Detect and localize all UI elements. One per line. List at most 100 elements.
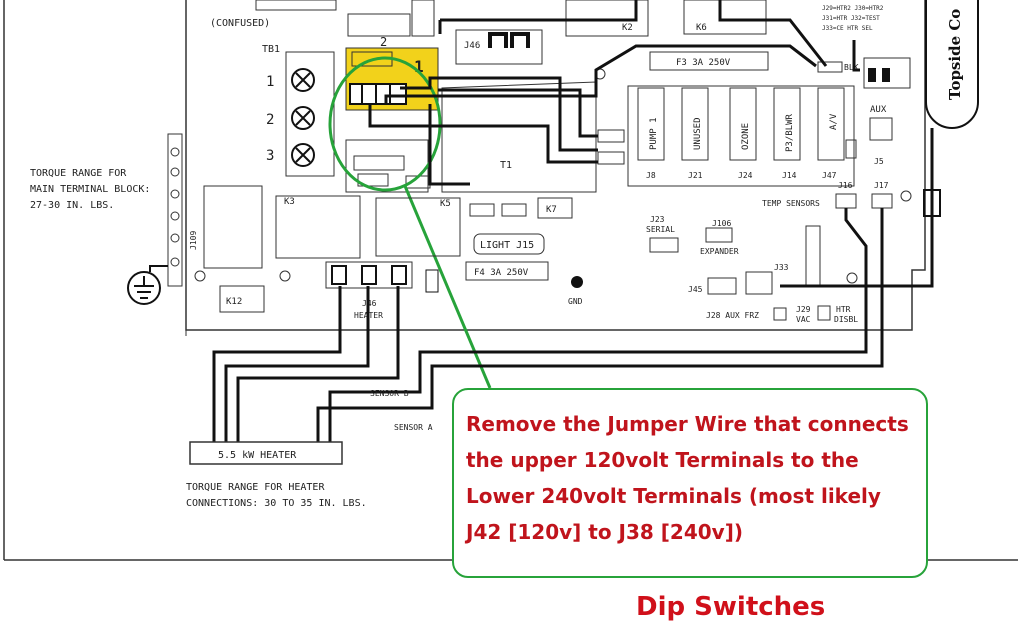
gnd-point (571, 276, 583, 288)
label-j17: J17 (874, 181, 889, 190)
section-title: Dip Switches (636, 592, 826, 622)
relay-k5 (375, 197, 461, 257)
instruction-line-4: J42 [120v] to J38 [240v]) (466, 520, 743, 544)
heater-pin-1 (331, 265, 347, 285)
connector-j29 (817, 305, 831, 321)
instruction-line-2: the upper 120volt Terminals to the (466, 448, 859, 472)
connector-top (347, 13, 411, 37)
label-k5: K5 (440, 199, 451, 209)
ground-wire (149, 265, 168, 272)
label-terminal-3: 3 (266, 148, 274, 164)
label-fuse-f3: F3 3A 250V (676, 58, 731, 68)
connector-p3-blwr (773, 87, 801, 161)
label-j21: J21 (688, 171, 703, 180)
pump-connector-group (627, 85, 855, 187)
instruction-line-1: Remove the Jumper Wire that connects (466, 412, 909, 436)
terminal-dividers (361, 84, 391, 104)
connector-expander (705, 227, 733, 243)
topside-plug (923, 189, 941, 217)
diagram-canvas: (CONFUSED) 2 K2 K6 F3 3A 250V J46 TB1 1 … (3, 0, 1018, 561)
label-tiny-3: J33=CE HTR SEL (822, 25, 873, 32)
label-j33: J33 (774, 263, 789, 272)
label-av: A/V (829, 113, 839, 130)
heater-pin-3 (391, 265, 407, 285)
connector-j45 (707, 277, 737, 295)
mount-hole-right (900, 190, 912, 202)
relay-k6 (683, 0, 767, 35)
label-aux: AUX (870, 105, 887, 115)
connector-light (473, 233, 545, 255)
label-vac: VAC (796, 315, 811, 324)
top-component (255, 0, 337, 11)
mount-hole-mid (279, 270, 291, 282)
fuse-top (411, 0, 435, 37)
label-callout-1: 1 (414, 57, 424, 76)
label-serial: SERIAL (646, 225, 675, 234)
callout-circle (328, 56, 442, 192)
label-j8: J8 (646, 171, 656, 180)
connector-blk (817, 61, 843, 73)
instruction-callout: Remove the Jumper Wire that connects the… (452, 388, 928, 578)
label-j23: J23 (650, 215, 665, 224)
connector-serial (649, 237, 679, 253)
fuse-f4 (465, 261, 549, 281)
label-heater: 5.5 kW HEATER (218, 450, 297, 461)
label-j106: J106 (712, 219, 731, 228)
terminal-screws (291, 68, 315, 167)
label-j14: J14 (782, 171, 797, 180)
label-j29: J29 (796, 305, 811, 314)
label-callout-2: 2 (380, 35, 387, 49)
connector-120vac (469, 203, 495, 217)
mount-hole-lower-right (846, 272, 858, 284)
heater-element (189, 441, 343, 465)
relay-k12 (219, 285, 265, 313)
label-j24: J24 (738, 171, 753, 180)
jumper-j46 (455, 29, 543, 65)
label-j28: J28 AUX FRZ (706, 311, 759, 320)
label-expander: EXPANDER (700, 247, 739, 256)
transformer-t1 (441, 81, 597, 193)
callout-leader-line (403, 185, 492, 389)
connector-j17 (871, 193, 893, 209)
label-htr: HTR (836, 305, 851, 314)
ground-symbol (134, 276, 154, 299)
relay-k7 (537, 197, 573, 219)
label-k2: K2 (622, 23, 633, 33)
label-disbl: DISBL (834, 315, 858, 324)
label-temp-sensors: TEMP SENSORS (762, 199, 820, 208)
connector-j27 (805, 225, 821, 287)
relay-k2 (565, 0, 649, 37)
instruction-text: Remove the Jumper Wire that connects the… (466, 406, 922, 550)
connector-av (817, 87, 845, 161)
torque-main-line1: TORQUE RANGE FOR (30, 168, 127, 179)
lower-terminals (353, 155, 405, 171)
label-tiny-2: J31=HTR J32=TEST (822, 15, 880, 22)
dip-switch-2 (882, 68, 890, 82)
connector-j16 (835, 193, 857, 209)
label-sensor-b: SENSOR B (370, 389, 409, 398)
label-t1: T1 (500, 160, 512, 171)
connector-pump1 (637, 87, 665, 161)
connector-j28 (773, 307, 787, 321)
jumper-terminals (349, 83, 407, 105)
mount-hole-left (194, 270, 206, 282)
label-fuse-f4: F4 3A 250V (474, 268, 529, 278)
label-tb1: TB1 (262, 44, 280, 55)
label-gnd: GND (568, 297, 583, 306)
label-tiny-1: J29=HTR2 J30=HTR2 (822, 5, 884, 12)
connector-j30 (597, 129, 625, 143)
relay-k3 (275, 195, 361, 259)
fuse-f3 (649, 51, 769, 71)
label-k12: K12 (226, 297, 242, 307)
torque-main-line3: 27-30 IN. LBS. (30, 200, 114, 211)
label-light: LIGHT J15 (480, 240, 534, 251)
label-terminal-1: 1 (266, 74, 274, 90)
torque-heater-line2: CONNECTIONS: 30 TO 35 IN. LBS. (186, 498, 367, 509)
connector-ozone (729, 87, 757, 161)
label-terminal-2: 2 (266, 112, 274, 128)
connector-j47-side (845, 139, 857, 159)
jumper-pins (488, 32, 530, 48)
label-j47: J47 (822, 171, 837, 180)
terminal-block-tb1 (285, 51, 335, 177)
connector-unused (681, 87, 709, 161)
